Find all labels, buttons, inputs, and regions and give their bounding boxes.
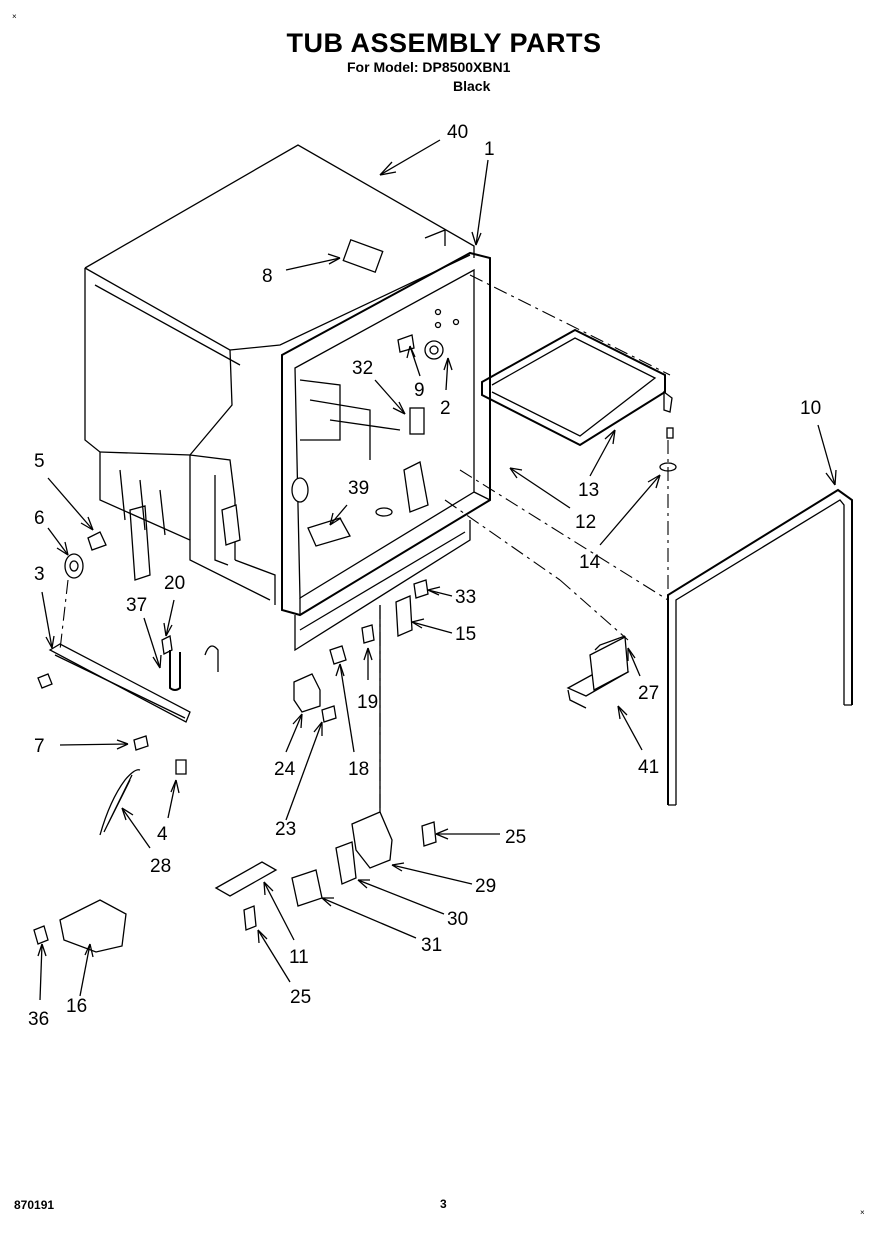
- callout-9: 9: [414, 380, 425, 401]
- callout-8: 8: [262, 266, 273, 287]
- callout-7: 7: [34, 736, 45, 757]
- callout-5: 5: [34, 451, 45, 472]
- callout-24: 24: [274, 759, 296, 780]
- page-number: 3: [440, 1197, 447, 1211]
- document-number: 870191: [14, 1198, 55, 1212]
- callout-33: 33: [455, 587, 476, 608]
- callout-41: 41: [638, 757, 659, 778]
- callout-25b: 25: [290, 987, 311, 1008]
- page-title: TUB ASSEMBLY PARTS: [286, 28, 602, 58]
- corner-mark-bottom-right: ×: [860, 1208, 865, 1217]
- callout-13: 13: [578, 480, 599, 501]
- callout-labels: 40 1 8 32 9 2 10 13 12 14 5 6 39 3 20 37…: [28, 122, 821, 1030]
- callout-29: 29: [475, 876, 496, 897]
- callout-10: 10: [800, 398, 821, 419]
- callout-36: 36: [28, 1009, 49, 1030]
- callout-37: 37: [126, 595, 147, 616]
- leader-lines: [37, 139, 837, 1001]
- callout-14: 14: [579, 552, 601, 573]
- corner-mark-top-left: ×: [12, 12, 17, 21]
- tub-outer-shell: [84, 144, 475, 605]
- callout-28: 28: [150, 856, 171, 877]
- bracket-27: [566, 635, 630, 709]
- callout-27: 27: [638, 683, 659, 704]
- callout-19: 19: [357, 692, 378, 713]
- callout-11: 11: [289, 947, 309, 968]
- callout-25a: 25: [505, 827, 526, 848]
- callout-23: 23: [275, 819, 296, 840]
- color-line: Black: [453, 78, 491, 94]
- callout-4: 4: [157, 824, 168, 845]
- left-parts: [37, 475, 241, 836]
- callout-16: 16: [66, 996, 87, 1017]
- callout-31: 31: [421, 935, 442, 956]
- callout-15: 15: [455, 624, 476, 645]
- model-line: For Model: DP8500XBN1: [347, 59, 511, 75]
- callout-1: 1: [484, 139, 495, 160]
- callout-39: 39: [348, 478, 369, 499]
- tub-front-frame: [281, 251, 491, 652]
- callout-6: 6: [34, 508, 45, 529]
- callout-20: 20: [164, 573, 185, 594]
- callout-30: 30: [447, 909, 468, 930]
- callout-12: 12: [575, 512, 596, 533]
- dash-lines: [59, 274, 671, 810]
- callout-2: 2: [440, 398, 451, 419]
- callout-3: 3: [34, 564, 45, 585]
- callout-32: 32: [352, 358, 373, 379]
- bottom-parts: [33, 811, 437, 953]
- callout-40: 40: [447, 122, 468, 143]
- callout-18: 18: [348, 759, 369, 780]
- water-supply-tube: [667, 488, 853, 806]
- spray-arm: [481, 328, 677, 472]
- inner-parts: [291, 239, 460, 547]
